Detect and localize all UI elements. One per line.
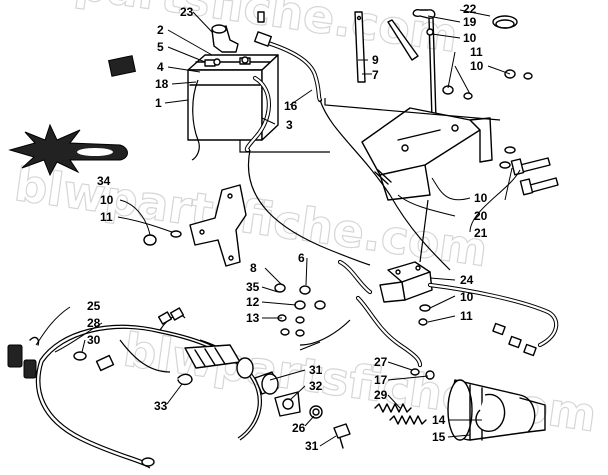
callout-25: 25 — [87, 299, 101, 313]
callout-24: 24 — [460, 273, 474, 287]
callout-10-top-right: 10 — [470, 59, 484, 73]
harness-main-connector — [184, 344, 254, 379]
callout-17: 17 — [374, 373, 388, 387]
grommet — [73, 351, 87, 361]
nut-11b — [418, 318, 428, 326]
callout-30: 30 — [87, 333, 101, 347]
battery-decal — [108, 55, 136, 77]
battery-bracket — [361, 107, 493, 201]
battery-wire — [247, 149, 371, 266]
callout-13: 13 — [246, 311, 260, 325]
harness-clip — [29, 336, 40, 346]
nut-27 — [410, 368, 420, 376]
watermark-text-top: blwpartsfiche.com — [0, 0, 461, 63]
leader-lines — [35, 9, 521, 447]
ground-wire — [319, 99, 451, 271]
callout-33: 33 — [154, 399, 168, 413]
callout-6: 6 — [298, 251, 305, 265]
callout-10-left: 10 — [100, 193, 114, 207]
battery-strap — [354, 11, 419, 83]
mount-plate — [189, 184, 247, 267]
callout-29: 29 — [374, 388, 388, 402]
solenoid-cable — [427, 282, 559, 348]
callout-20: 20 — [474, 209, 488, 223]
callout-8: 8 — [250, 261, 257, 275]
top-right-nuts — [442, 69, 533, 100]
harness-connectors — [7, 307, 185, 467]
terminal-bolt — [213, 58, 221, 66]
callout-9: 9 — [372, 53, 379, 67]
ignition-switch — [254, 371, 351, 449]
callout-10-solenoid: 10 — [460, 290, 474, 304]
routing-line-a — [324, 98, 501, 121]
callout-21: 21 — [474, 226, 488, 240]
negative-cable — [254, 11, 323, 103]
washer-10 — [170, 230, 182, 238]
starter-solenoid — [379, 261, 433, 303]
watermark: blwpartsfiche.com blwpartsfiche.com blwp… — [0, 0, 601, 443]
callout-11-solenoid: 11 — [460, 309, 473, 323]
callout-18: 18 — [155, 77, 169, 91]
callout-19: 19 — [463, 15, 477, 29]
cable-end-bolts — [492, 322, 537, 357]
callout-3: 3 — [286, 118, 293, 132]
routing-line-b — [239, 140, 330, 153]
callout-31-lower: 31 — [305, 439, 319, 453]
callout-10-right: 10 — [474, 191, 488, 205]
callout-27: 27 — [374, 355, 388, 369]
starburst-decal — [8, 123, 128, 177]
callout-10-top: 10 — [463, 31, 477, 45]
nut-11 — [143, 234, 157, 246]
starter-springs — [374, 403, 427, 425]
callout-31-upper: 31 — [309, 363, 323, 377]
cable-hardware — [274, 283, 326, 337]
callout-2: 2 — [157, 23, 164, 37]
callout-12: 12 — [246, 295, 260, 309]
tie-strap — [177, 373, 193, 386]
callout-23: 23 — [180, 5, 194, 19]
callout-34: 34 — [97, 174, 111, 188]
callout-32: 32 — [309, 379, 323, 393]
callout-11-left: 11 — [100, 210, 113, 224]
callout-1: 1 — [155, 96, 162, 110]
washer-10b — [419, 304, 431, 312]
terminal-cover — [211, 24, 239, 53]
callout-15: 15 — [432, 430, 446, 444]
callout-16: 16 — [284, 99, 298, 113]
callout-35: 35 — [246, 280, 260, 294]
callout-11-top: 11 — [470, 45, 483, 59]
callout-26: 26 — [292, 421, 306, 435]
routing-line-c — [419, 199, 429, 263]
callout-22: 22 — [463, 2, 477, 16]
callout-5: 5 — [157, 40, 164, 54]
callout-7: 7 — [372, 68, 379, 82]
callout-labels: 23 2 5 4 18 1 16 3 9 7 22 19 10 11 10 34… — [87, 2, 488, 453]
callout-28: 28 — [87, 316, 101, 330]
bracket-bolts — [499, 146, 559, 196]
washer-17 — [425, 370, 435, 380]
terminal-nut — [241, 56, 249, 64]
battery-vent-tube — [191, 79, 200, 161]
callout-4: 4 — [157, 60, 164, 74]
routing-line-d — [299, 341, 321, 351]
callout-14: 14 — [432, 413, 446, 427]
